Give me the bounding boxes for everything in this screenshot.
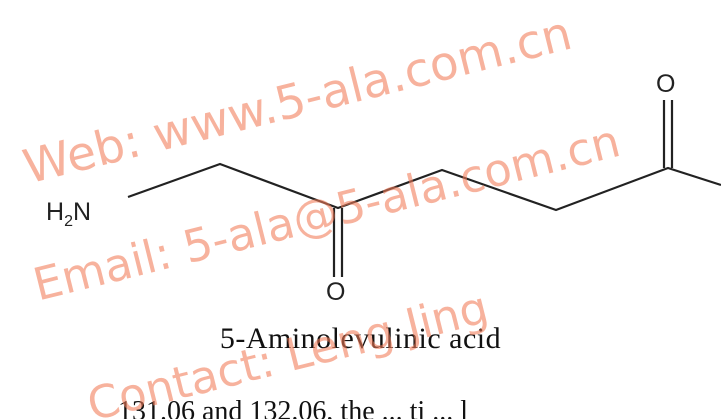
amine-subscript: 2 xyxy=(64,213,73,230)
amine-h: H xyxy=(46,198,64,226)
ketone-oxygen-label: O xyxy=(326,278,345,306)
amine-group-label: H2N xyxy=(46,198,91,230)
molecule-caption: 5-Aminolevulinic acid xyxy=(219,322,502,355)
amine-n: N xyxy=(73,198,91,226)
footer-text-partial: 131.06 and 132.06, the ... ti ... l xyxy=(118,396,468,419)
carbon-backbone xyxy=(127,162,721,212)
acid-oxygen-label: O xyxy=(656,70,675,98)
